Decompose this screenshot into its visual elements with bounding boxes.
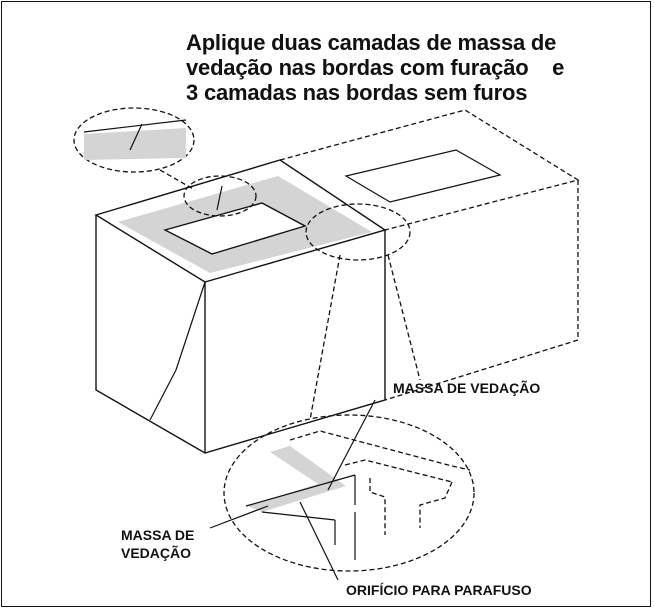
label-sealant-top: MASSA DE VEDAÇÃO [393, 380, 541, 396]
rear-side-edges [384, 180, 579, 401]
title-line-2: vedação nas bordas com furação e [186, 55, 565, 80]
label-sealant-left-line-1: MASSA DE [121, 527, 195, 543]
detail-sealant-L [248, 446, 346, 512]
zoom-callout-top [73, 107, 257, 217]
detail-connector-right [387, 254, 421, 381]
target-ellipse-edge [305, 203, 411, 261]
zoom-connector [159, 169, 196, 191]
leader-sealant-left [209, 505, 269, 529]
zoom-edge-line [83, 119, 187, 133]
title-line-3: 3 camadas nas bordas sem furos [186, 80, 528, 105]
detail-callout [223, 414, 475, 572]
zoom-sealant-strip [84, 128, 186, 160]
zoom-ellipse-small [73, 107, 195, 173]
zoom-hole-mark [129, 123, 143, 151]
rear-opening [344, 149, 502, 203]
leader-screw-hole [299, 501, 339, 581]
sealant-band-top [118, 176, 372, 273]
label-sealant-left: MASSA DE VEDAÇÃO [121, 526, 194, 562]
front-box [94, 159, 387, 454]
detail-cover-inner [344, 459, 453, 483]
label-sealant-left-line-2: VEDAÇÃO [121, 545, 192, 561]
target-ellipse-hole [183, 175, 257, 217]
detail-ellipse [223, 414, 475, 572]
label-screw-hole: ORIFÍCIO PARA PARAFUSO [346, 582, 532, 598]
cover-seam-right [175, 281, 206, 371]
detail-cover-top [289, 430, 471, 471]
detail-connector-left [309, 254, 341, 421]
leader-sealant-top [327, 399, 376, 491]
rear-top-edges [279, 109, 580, 231]
detail-cover-side [419, 481, 453, 528]
rear-module-dashed [279, 109, 580, 401]
detail-cover-step [369, 478, 386, 535]
cover-seam-lower [149, 369, 177, 421]
title-line-1: Aplique duas camadas de massa de [186, 30, 557, 55]
detail-edge-front [245, 474, 356, 507]
hole-mark-on-box [216, 185, 223, 211]
detail-edge-lower [261, 511, 336, 521]
box-top-opening [163, 202, 307, 255]
